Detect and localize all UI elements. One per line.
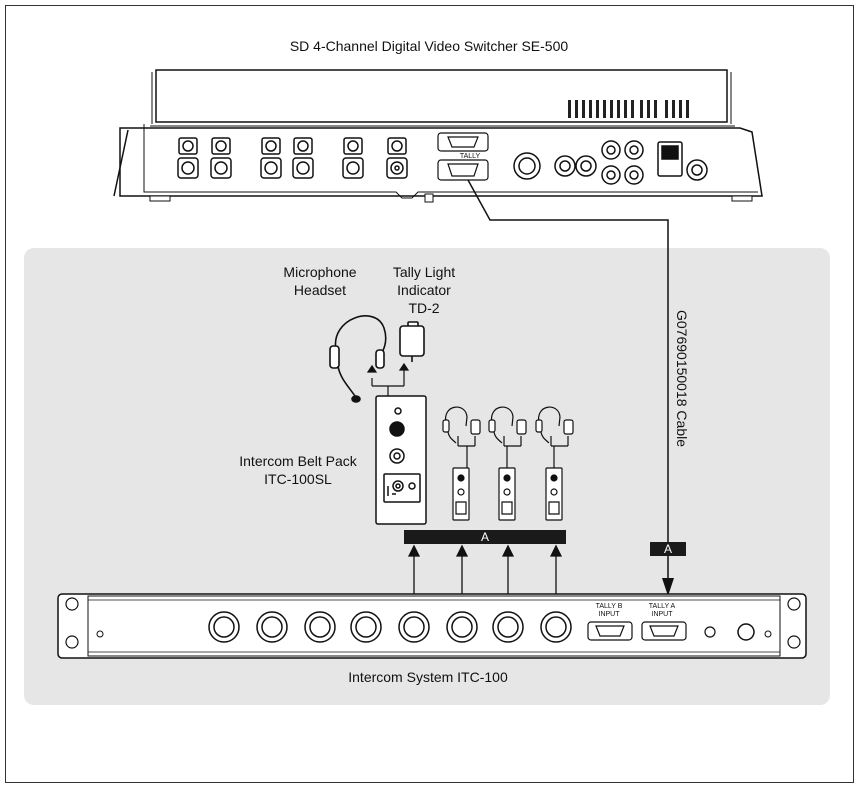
belt-pack-connections bbox=[366, 362, 410, 396]
tally-port-label: TALLY bbox=[460, 153, 481, 160]
svideo-connectors bbox=[177, 157, 408, 179]
small-headset-set-3 bbox=[535, 406, 574, 521]
intercom-title: Intercom System ITC-100 bbox=[348, 669, 508, 685]
headset-label-line2: Headset bbox=[294, 282, 346, 298]
bnc-connectors bbox=[178, 137, 407, 155]
headset-icon bbox=[329, 315, 387, 403]
tally-b-label-line2: INPUT bbox=[599, 611, 621, 618]
cable-marker: A bbox=[664, 542, 672, 556]
tally-light-label-line2: Indicator bbox=[397, 282, 451, 298]
tally-a-input-port bbox=[641, 621, 687, 641]
power-jack-icon bbox=[737, 623, 755, 641]
bus-bar bbox=[404, 530, 566, 544]
tally-cable-arrowhead bbox=[662, 578, 674, 596]
intercom-device: TALLY B INPUT TALLY A INPUT bbox=[57, 593, 807, 659]
db9-port-top bbox=[437, 132, 489, 152]
small-headset-set-1 bbox=[442, 406, 481, 521]
bus-marker: A bbox=[481, 530, 489, 544]
vent-slats bbox=[568, 100, 689, 118]
xlr-connectors bbox=[208, 611, 572, 643]
cable-marker-bar bbox=[650, 542, 686, 556]
screw-icon bbox=[704, 626, 716, 638]
tally-b-input-port bbox=[587, 621, 633, 641]
db9-tally-port bbox=[437, 159, 489, 181]
misc-connectors bbox=[513, 140, 708, 185]
cable-label: G07690150018 Cable bbox=[674, 310, 690, 447]
small-headset-set-2 bbox=[488, 406, 527, 521]
headset-label-line1: Microphone bbox=[283, 264, 356, 280]
tally-light-label-line1: Tally Light bbox=[393, 264, 455, 280]
tally-a-label-line1: TALLY A bbox=[649, 603, 676, 610]
belt-pack-large bbox=[375, 395, 427, 525]
tally-light-label-line3: TD-2 bbox=[408, 300, 439, 316]
tally-light-icon bbox=[399, 321, 425, 362]
belt-pack-label-line2: ITC-100SL bbox=[264, 471, 332, 487]
tally-cable-line bbox=[467, 179, 669, 590]
switcher-title: SD 4-Channel Digital Video Switcher SE-5… bbox=[290, 38, 569, 54]
intercom-system-panel bbox=[24, 248, 830, 705]
tally-a-label-line2: INPUT bbox=[652, 611, 674, 618]
belt-pack-label-line1: Intercom Belt Pack bbox=[239, 453, 357, 469]
switcher-device: SD 4-Channel Digital Video Switcher SE-5… bbox=[113, 38, 763, 203]
tally-b-label-line1: TALLY B bbox=[596, 603, 623, 610]
